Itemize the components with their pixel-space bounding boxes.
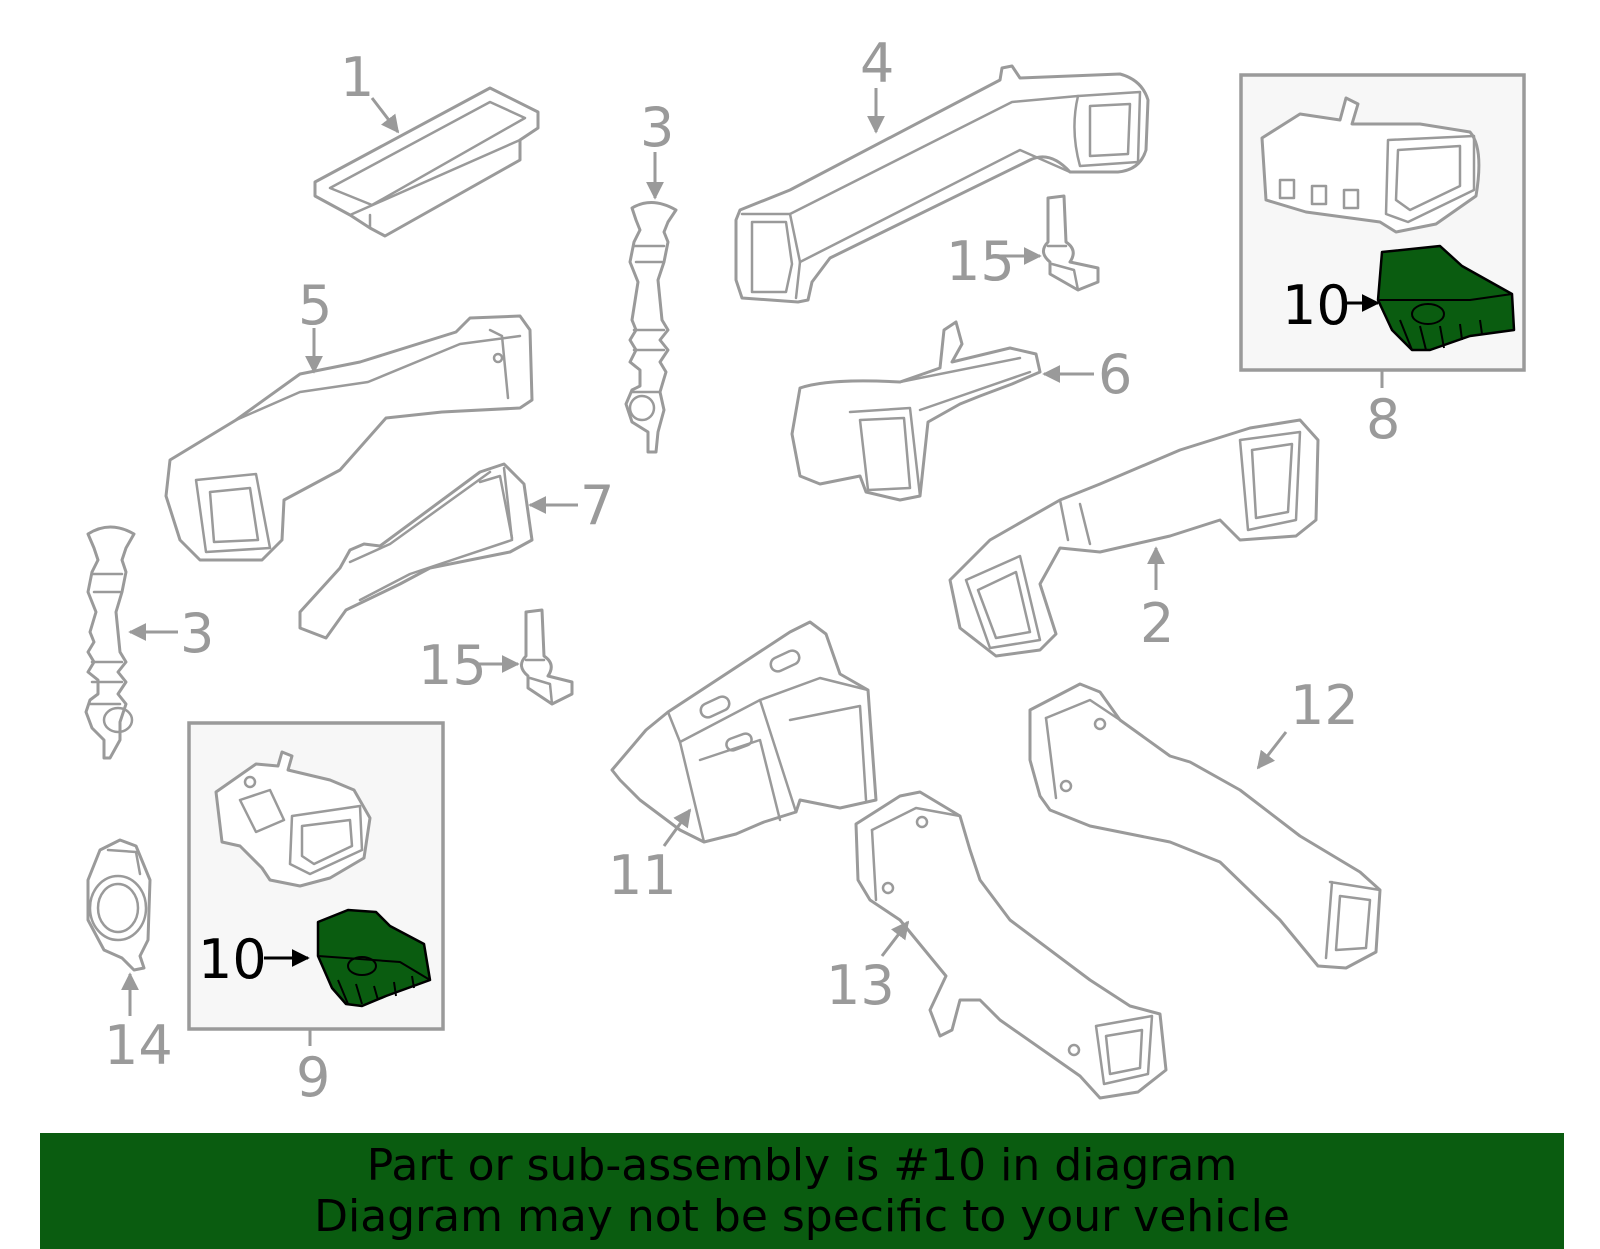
- callout-13: 13: [826, 954, 895, 1017]
- callout-9: 9: [296, 1046, 330, 1109]
- banner-line-1: Part or sub-assembly is #10 in diagram: [366, 1140, 1238, 1191]
- part-10-actuator-box9[interactable]: [316, 908, 432, 1008]
- callout-4: 4: [860, 32, 894, 95]
- banner-line-2: Diagram may not be specific to your vehi…: [314, 1191, 1290, 1242]
- callout-8: 8: [1366, 388, 1400, 451]
- part-12-duct[interactable]: [1028, 682, 1382, 970]
- callout-12: 12: [1290, 674, 1359, 737]
- part-4-air-duct[interactable]: [734, 64, 1150, 304]
- callout-14: 14: [104, 1014, 173, 1077]
- callout-15-lower: 15: [418, 634, 487, 697]
- part-2-duct[interactable]: [948, 418, 1320, 658]
- leader-11: [662, 808, 692, 847]
- callout-10-box9: 10: [198, 928, 267, 991]
- box-9-assembly: 10: [187, 721, 445, 1031]
- leader-12: [1256, 731, 1288, 770]
- part-13-duct[interactable]: [854, 790, 1168, 1100]
- part-11-duct-assembly[interactable]: [610, 620, 878, 844]
- callout-7: 7: [580, 474, 614, 537]
- callout-1: 1: [340, 46, 374, 109]
- part-7-duct[interactable]: [298, 462, 534, 640]
- part-1-filter-panel[interactable]: [313, 86, 540, 238]
- callout-3-upper: 3: [640, 96, 674, 159]
- callout-2: 2: [1140, 592, 1174, 655]
- callout-6: 6: [1098, 343, 1132, 406]
- callout-11: 11: [608, 844, 677, 907]
- box-9-actuator-assembly[interactable]: [214, 750, 372, 888]
- box-8-actuator-assembly[interactable]: [1260, 96, 1481, 234]
- part-15-sensor-lower[interactable]: [520, 608, 574, 706]
- callout-3-lower: 3: [180, 602, 214, 665]
- leader-13: [880, 920, 910, 957]
- part-15-sensor-upper[interactable]: [1042, 194, 1100, 292]
- callout-5: 5: [298, 274, 332, 337]
- part-6-duct[interactable]: [790, 320, 1042, 502]
- info-banner: Part or sub-assembly is #10 in diagram D…: [40, 1133, 1564, 1249]
- callout-15-upper: 15: [946, 230, 1015, 293]
- part-14-grommet[interactable]: [86, 838, 152, 972]
- part-3-clip-lower[interactable]: [84, 525, 136, 760]
- callout-10-box8: 10: [1282, 274, 1351, 337]
- part-3-clip-upper[interactable]: [624, 201, 678, 454]
- box-8-assembly: 10: [1239, 73, 1526, 372]
- part-10-actuator-box8[interactable]: [1376, 244, 1516, 352]
- part-5-duct[interactable]: [164, 314, 534, 562]
- leader-1: [370, 97, 400, 134]
